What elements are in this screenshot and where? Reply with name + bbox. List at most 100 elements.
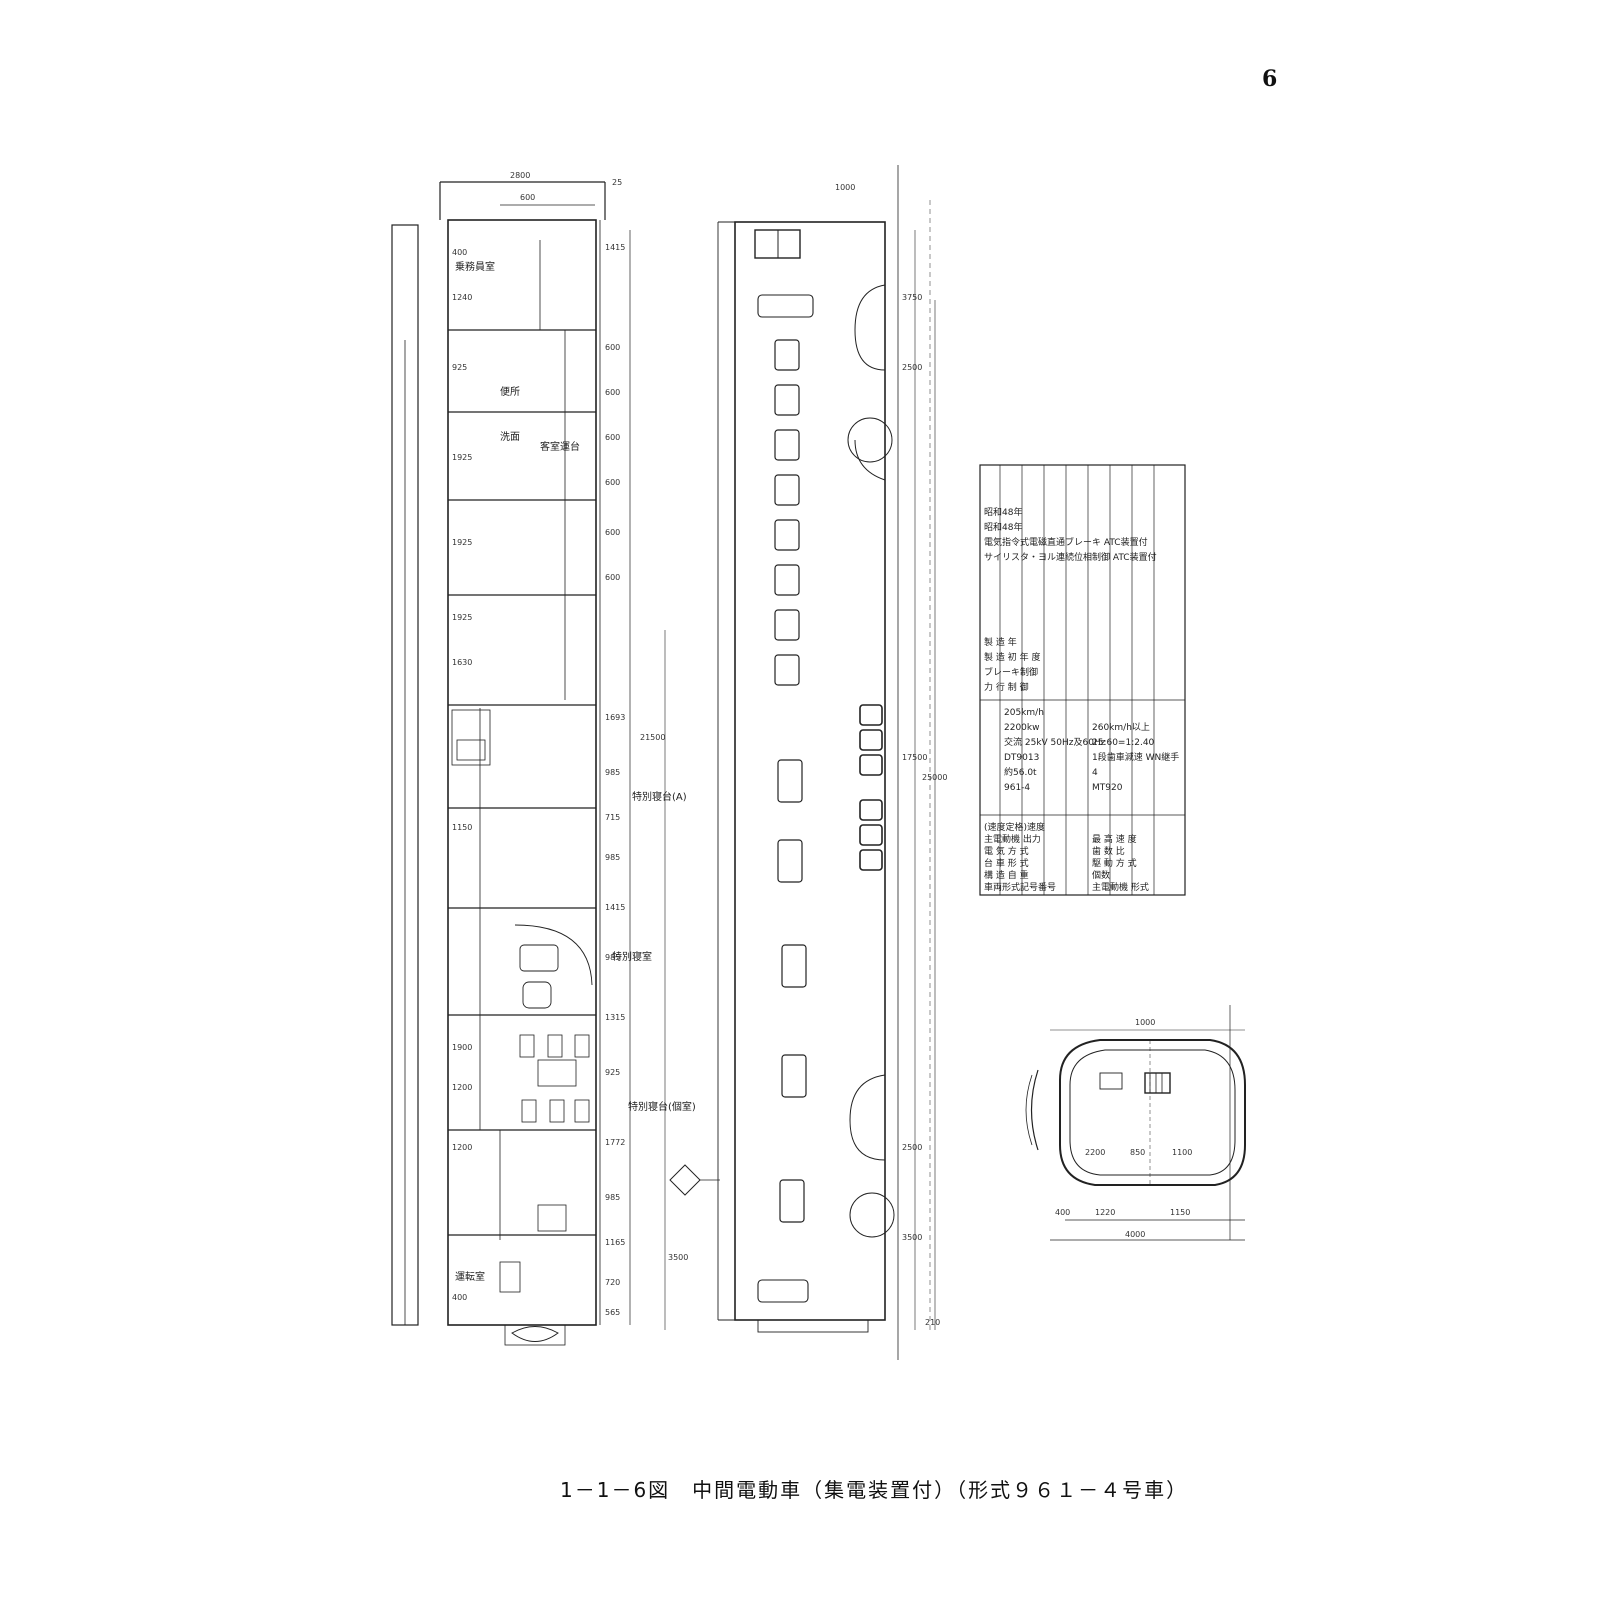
svg-text:駆 動 方 式: 駆 動 方 式: [1092, 857, 1137, 869]
svg-text:600: 600: [605, 478, 620, 487]
svg-text:600: 600: [605, 433, 620, 442]
svg-text:交流 25kV 50Hz及60Hz: 交流 25kV 50Hz及60Hz: [1004, 736, 1106, 748]
svg-text:MT920: MT920: [1092, 783, 1123, 793]
svg-text:600: 600: [605, 528, 620, 537]
svg-text:1240: 1240: [452, 293, 472, 302]
svg-text:(速度定格)速度: (速度定格)速度: [984, 821, 1045, 833]
side-dimensions: 1000 3750 2500 17500 25000 2500 3500 210: [835, 183, 947, 1327]
svg-text:1100: 1100: [1172, 1148, 1192, 1157]
svg-text:特別寝台(個室): 特別寝台(個室): [628, 1100, 696, 1113]
plan-overall-length: 21500: [640, 733, 665, 742]
svg-text:925: 925: [605, 1068, 620, 1077]
svg-text:DT9013: DT9013: [1004, 753, 1039, 763]
svg-text:力 行 制 御: 力 行 制 御: [984, 681, 1029, 693]
svg-text:985: 985: [605, 768, 620, 777]
svg-text:25000: 25000: [922, 773, 947, 782]
svg-text:運転室: 運転室: [455, 1270, 485, 1283]
svg-text:1000: 1000: [1135, 1018, 1155, 1027]
svg-text:主電動機 形式: 主電動機 形式: [1092, 881, 1149, 893]
svg-text:1925: 1925: [452, 453, 472, 462]
spec-table-labels: 車両形式記号番号 構 造 自 重 台 車 形 式 電 気 方 式 主電動機 出力…: [984, 821, 1056, 893]
svg-text:4: 4: [1092, 768, 1098, 778]
floor-plan: [391, 181, 666, 1346]
svg-text:2200kw: 2200kw: [1004, 723, 1039, 733]
svg-text:2200: 2200: [1085, 1148, 1105, 1157]
spec-table-control: 力 行 制 御 ブレーキ制御 製 造 初 年 度 製 造 年 サイリスタ・ヨル連…: [984, 506, 1157, 693]
svg-text:約56.0t: 約56.0t: [1004, 766, 1037, 778]
plan-end-length: 3500: [668, 1253, 688, 1262]
svg-text:3500: 3500: [902, 1233, 922, 1242]
svg-text:主電動機 出力: 主電動機 出力: [984, 833, 1041, 845]
plan-top-margin: 25: [612, 178, 622, 187]
plan-room-labels: 客室運台 特別寝台(A) 特別寝室 特別寝台(個室) 便所 洗面 乗務員室 運転…: [455, 260, 696, 1283]
svg-text:400: 400: [452, 1293, 467, 1302]
figure-caption: 1－1－6図 中間電動車（集電装置付）（形式９６１－４号車）: [560, 1478, 1189, 1502]
svg-text:850: 850: [1130, 1148, 1145, 1157]
svg-text:昭和48年: 昭和48年: [984, 521, 1022, 533]
svg-text:2500: 2500: [902, 363, 922, 372]
section-dimensions: 1000 2200 850 1100 1220 1150 4000 400: [1055, 1018, 1192, 1239]
svg-text:構 造 自 重: 構 造 自 重: [984, 869, 1029, 881]
svg-text:715: 715: [605, 813, 620, 822]
svg-text:最 高 速 度: 最 高 速 度: [1092, 833, 1137, 845]
svg-text:1200: 1200: [452, 1143, 472, 1152]
side-elevation: [669, 165, 936, 1360]
svg-text:便所: 便所: [500, 385, 520, 398]
svg-text:電気指令式電磁直通ブレーキ ATC装置付: 電気指令式電磁直通ブレーキ ATC装置付: [984, 536, 1148, 548]
svg-text:昭和48年: 昭和48年: [984, 506, 1022, 518]
svg-text:台 車 形 式: 台 車 形 式: [984, 857, 1029, 869]
svg-text:2500: 2500: [902, 1143, 922, 1152]
svg-text:1150: 1150: [452, 823, 472, 832]
svg-text:電 気 方 式: 電 気 方 式: [984, 845, 1029, 857]
svg-text:205km/h: 205km/h: [1004, 708, 1044, 718]
svg-text:961-4: 961-4: [1004, 783, 1030, 793]
svg-text:3750: 3750: [902, 293, 922, 302]
svg-text:乗務員室: 乗務員室: [455, 260, 495, 273]
svg-text:1415: 1415: [605, 243, 625, 252]
svg-text:400: 400: [452, 248, 467, 257]
svg-text:特別寝台(A): 特別寝台(A): [632, 790, 687, 803]
svg-text:車両形式記号番号: 車両形式記号番号: [984, 881, 1056, 893]
svg-text:1150: 1150: [1170, 1208, 1190, 1217]
svg-text:600: 600: [605, 343, 620, 352]
svg-text:1925: 1925: [452, 538, 472, 547]
svg-text:客室運台: 客室運台: [540, 440, 580, 453]
svg-text:特別寝室: 特別寝室: [612, 950, 652, 963]
plan-top-inner: 600: [520, 193, 535, 202]
plan-right-dimensions: 1415 600 600 600 600 600 600 1693 985 71…: [605, 243, 625, 1317]
spec-table-frame: [979, 464, 1186, 896]
plan-left-dimensions: 400 1240 925 1925 1925 1925 1630 1150 19…: [452, 248, 472, 1302]
svg-text:985: 985: [605, 953, 620, 962]
svg-text:サイリスタ・ヨル連続位相制御 ATC装置付: サイリスタ・ヨル連続位相制御 ATC装置付: [984, 551, 1157, 563]
svg-text:歯 数 比: 歯 数 比: [1092, 845, 1125, 857]
svg-text:1900: 1900: [452, 1043, 472, 1052]
svg-text:17500: 17500: [902, 753, 927, 762]
svg-text:400: 400: [1055, 1208, 1070, 1217]
plan-top-width: 2800: [510, 171, 530, 180]
spec-table-values: 961-4 約56.0t DT9013 交流 25kV 50Hz及60Hz 22…: [1004, 708, 1106, 793]
svg-text:985: 985: [605, 1193, 620, 1202]
svg-text:210: 210: [925, 1318, 940, 1327]
svg-text:1段歯車減速 WN継手: 1段歯車減速 WN継手: [1092, 751, 1179, 763]
svg-text:1165: 1165: [605, 1238, 625, 1247]
svg-text:1772: 1772: [605, 1138, 625, 1147]
svg-text:1693: 1693: [605, 713, 625, 722]
svg-text:1415: 1415: [605, 903, 625, 912]
svg-text:1000: 1000: [835, 183, 855, 192]
svg-text:925: 925: [452, 363, 467, 372]
svg-text:25:60=1:2.40: 25:60=1:2.40: [1092, 738, 1155, 748]
svg-text:製 造 初 年 度: 製 造 初 年 度: [984, 651, 1040, 663]
svg-text:565: 565: [605, 1308, 620, 1317]
svg-text:4000: 4000: [1125, 1230, 1145, 1239]
svg-text:600: 600: [605, 573, 620, 582]
svg-text:製 造 年: 製 造 年: [984, 636, 1017, 648]
cross-section: [1025, 1005, 1246, 1241]
spec-table-extra: 主電動機 形式 個数 駆 動 方 式 歯 数 比 最 高 速 度 MT920 4…: [1092, 722, 1179, 893]
svg-text:洗面: 洗面: [500, 431, 520, 443]
svg-text:1200: 1200: [452, 1083, 472, 1092]
svg-text:260km/h以上: 260km/h以上: [1092, 722, 1150, 733]
svg-text:1925: 1925: [452, 613, 472, 622]
svg-text:1630: 1630: [452, 658, 472, 667]
svg-text:720: 720: [605, 1278, 620, 1287]
